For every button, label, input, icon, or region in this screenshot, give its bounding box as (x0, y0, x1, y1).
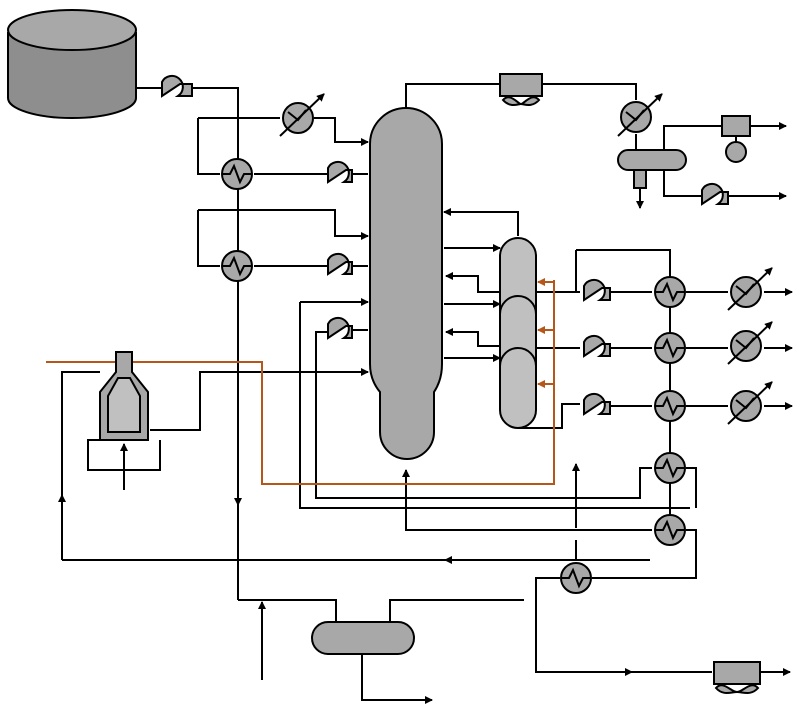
heat-exchanger-icon (221, 250, 253, 282)
air-cooler (713, 661, 761, 694)
heat-exchanger-icon (560, 562, 592, 594)
side-stripper (499, 237, 537, 429)
flash-drum (311, 621, 415, 655)
cooler-icon (727, 321, 773, 365)
pump-icon (327, 316, 353, 340)
pump-icon (583, 334, 611, 358)
cooler-icon (617, 93, 663, 137)
fired-heater (99, 351, 149, 441)
heat-exchanger-icon (654, 332, 686, 364)
heat-exchanger-icon (654, 452, 686, 484)
heater-icon (279, 93, 325, 137)
heat-exchanger-icon (654, 390, 686, 422)
storage-tank (7, 9, 137, 119)
pump-icon (583, 278, 611, 302)
compressor (721, 115, 751, 163)
steam-line (46, 278, 555, 485)
heat-exchanger-icon (221, 158, 253, 190)
heat-exchanger-icon (654, 276, 686, 308)
pump-icon (701, 182, 729, 206)
main-fractionator (369, 107, 443, 460)
pump-icon (327, 160, 353, 184)
pump-icon (327, 252, 353, 276)
pump-icon (583, 392, 611, 416)
process-piping (58, 83, 793, 704)
cooler-icon (727, 267, 773, 311)
cooler-icon (727, 381, 773, 425)
heat-exchanger-icon (654, 514, 686, 546)
overhead-accumulator (617, 149, 687, 189)
pump-icon (161, 74, 193, 98)
air-cooler (499, 73, 543, 106)
